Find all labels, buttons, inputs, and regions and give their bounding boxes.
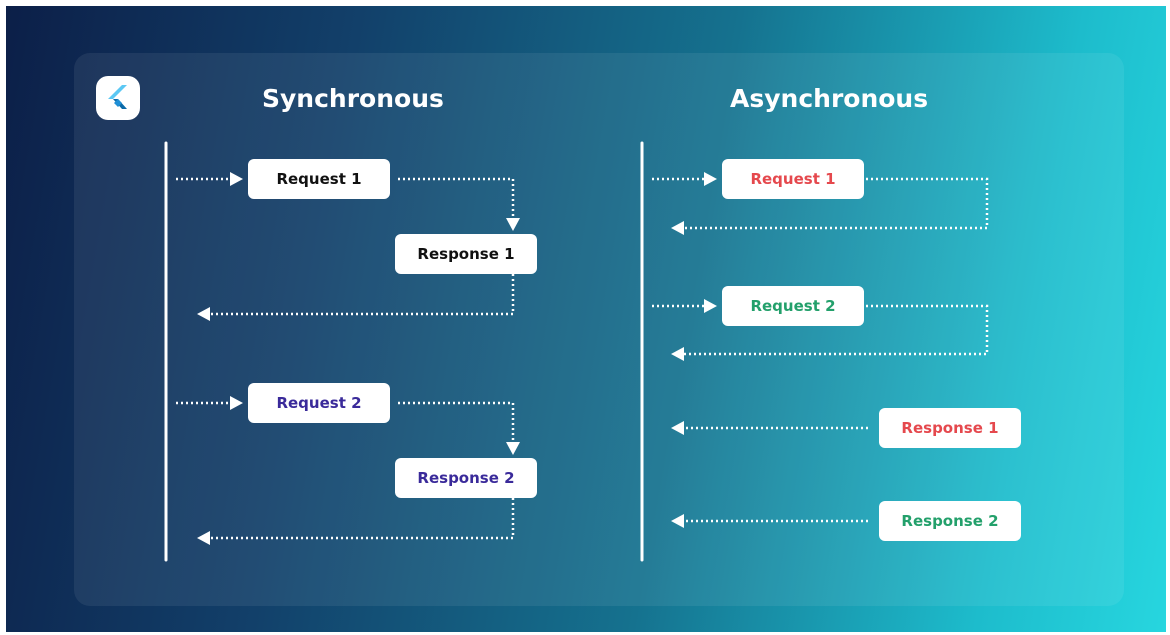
sync-request-2-box: Request 2 bbox=[248, 383, 390, 423]
flutter-logo-icon bbox=[96, 76, 140, 120]
sync-req2-forward-arrow bbox=[398, 401, 515, 442]
diagram-background bbox=[6, 6, 1166, 632]
async-title: Asynchronous bbox=[730, 84, 929, 113]
sync-resp2-return-arrow bbox=[210, 498, 515, 540]
sync-title: Synchronous bbox=[262, 84, 444, 113]
async-request-1-box: Request 1 bbox=[722, 159, 864, 199]
async-req1-return-arrow bbox=[684, 177, 989, 230]
async-req2-return-arrow bbox=[684, 304, 989, 356]
sync-req1-forward-arrow bbox=[398, 177, 515, 218]
sync-response-2-box: Response 2 bbox=[395, 458, 537, 498]
sync-resp1-return-arrow bbox=[210, 274, 515, 316]
async-response-2-box: Response 2 bbox=[879, 501, 1021, 541]
async-response-1-box: Response 1 bbox=[879, 408, 1021, 448]
sync-request-1-box: Request 1 bbox=[248, 159, 390, 199]
async-request-2-box: Request 2 bbox=[722, 286, 864, 326]
sync-response-1-box: Response 1 bbox=[395, 234, 537, 274]
